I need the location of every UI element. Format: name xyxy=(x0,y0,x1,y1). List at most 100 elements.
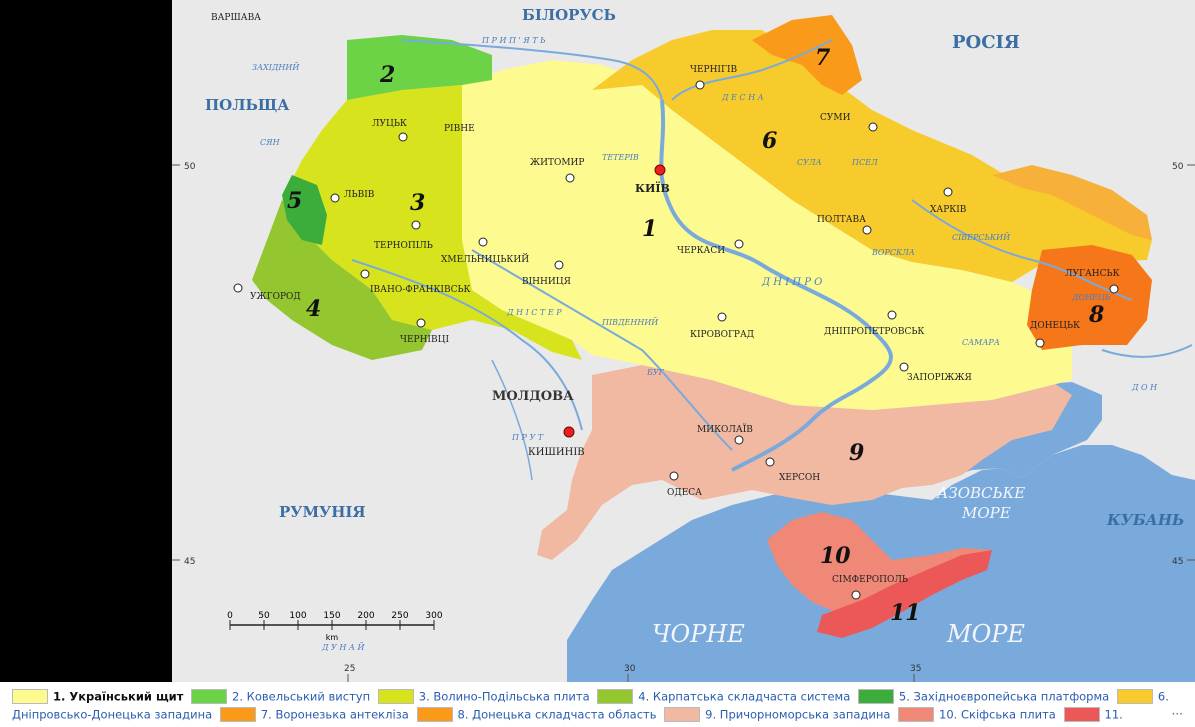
sea-black-2: МОРЕ xyxy=(946,620,1025,648)
legend-swatch-5 xyxy=(857,689,894,704)
scale-unit: km xyxy=(326,633,339,642)
city-chisinau: КИШИНІВ xyxy=(528,447,585,458)
tectonic-map[interactable]: 0 50 100 150 200 250 300 km 50 45 50 45 … xyxy=(172,0,1195,682)
city-poltava: ПОЛТАВА xyxy=(817,215,866,225)
legend-label-5[interactable]: 5. Західноєвропейська платформа xyxy=(898,689,1110,704)
legend-swatch-3 xyxy=(377,689,414,704)
marker-dnipro[interactable] xyxy=(887,310,897,320)
river-label-san: СЯН xyxy=(260,138,281,147)
marker-sumy[interactable] xyxy=(868,122,878,132)
marker-ivano[interactable] xyxy=(360,269,370,279)
legend-swatch-1 xyxy=(12,689,48,704)
city-warsaw: ВАРШАВА xyxy=(211,13,261,23)
marker-kherson[interactable] xyxy=(765,457,775,467)
marker-vinnytsia[interactable] xyxy=(554,260,564,270)
legend-item-2[interactable]: 2. Ковельський виступ xyxy=(191,688,370,705)
river-label-desna: Д Е С Н А xyxy=(721,93,764,102)
lon-35: 35 xyxy=(910,664,921,674)
river-label-vorskla: ВОРСКЛА xyxy=(871,248,915,257)
marker-chisinau-capital[interactable] xyxy=(563,426,575,438)
zone-number-2: 2 xyxy=(379,62,395,88)
legend-label-7[interactable]: 7. Воронезька антекліза xyxy=(260,707,409,722)
legend-item-6-cont[interactable]: Дніпровсько-Донецька западина xyxy=(12,706,212,723)
river-prut xyxy=(491,359,533,481)
marker-lutsk[interactable] xyxy=(398,132,408,142)
legend-item-10[interactable]: 10. Скіфська плита xyxy=(898,706,1056,723)
legend-item-1[interactable]: 1. Український щит xyxy=(12,688,183,705)
legend-label-2[interactable]: 2. Ковельський виступ xyxy=(232,689,371,704)
legend-item-11[interactable]: 11. xyxy=(1063,706,1123,723)
scale-tick-200: 200 xyxy=(357,611,374,621)
legend-item-9[interactable]: 9. Причорноморська западина xyxy=(664,706,890,723)
zone-7-east-strip xyxy=(992,165,1152,240)
city-kharkiv: ХАРКІВ xyxy=(930,205,967,215)
city-chernihiv: ЧЕРНІГІВ xyxy=(690,65,738,75)
legend-item-3[interactable]: 3. Волино-Подільська плита xyxy=(377,688,590,705)
legend-label-3[interactable]: 3. Волино-Подільська плита xyxy=(418,689,590,704)
legend-label-10[interactable]: 10. Скіфська плита xyxy=(939,707,1056,722)
marker-uzhhorod[interactable] xyxy=(233,283,243,293)
legend-more-button[interactable]: ··· xyxy=(1171,707,1183,721)
city-kirovohrad: КІРОВОГРАД xyxy=(690,330,754,340)
zone-6-dnieper-donets-depression xyxy=(592,30,1152,282)
legend-item-7[interactable]: 7. Воронезька антекліза xyxy=(219,706,409,723)
zone-4-carpathian-fold xyxy=(252,200,432,360)
legend-label-4[interactable]: 4. Карпатська складчаста система xyxy=(638,689,851,704)
city-rivne: РІВНЕ xyxy=(444,124,475,134)
legend-label-6-cont[interactable]: Дніпровсько-Донецька западина xyxy=(12,707,213,722)
marker-zaporizhzhia[interactable] xyxy=(899,362,909,372)
legend-item-6[interactable]: 6. xyxy=(1116,688,1169,705)
legend-label-6[interactable]: 6. xyxy=(1157,689,1169,704)
marker-chernivtsi[interactable] xyxy=(416,318,426,328)
city-kherson: ХЕРСОН xyxy=(779,473,820,483)
marker-poltava[interactable] xyxy=(862,225,872,235)
marker-kyiv-capital[interactable] xyxy=(654,164,666,176)
marker-zhytomyr[interactable] xyxy=(565,173,575,183)
river-label-pivdennyi-buh: ПІВДЕННИЙ xyxy=(601,317,659,327)
black-margin xyxy=(0,0,172,682)
marker-donetsk[interactable] xyxy=(1035,338,1045,348)
legend-item-5[interactable]: 5. Західноєвропейська платформа xyxy=(857,688,1110,705)
scale-tick-250: 250 xyxy=(391,611,408,621)
legend-label-11[interactable]: 11. xyxy=(1104,707,1123,722)
zone-2-kovel-salient xyxy=(347,35,492,100)
river-label-prypiat: П Р И П ' Я Т Ь xyxy=(481,36,546,45)
legend-label-8[interactable]: 8. Донецька складчаста область xyxy=(457,707,657,722)
marker-mykolaiv[interactable] xyxy=(734,435,744,445)
zone-9-black-sea-depression xyxy=(537,365,1072,560)
legend-item-8[interactable]: 8. Донецька складчаста область xyxy=(416,706,657,723)
river-donets xyxy=(911,199,1133,301)
zone-number-6: 6 xyxy=(762,128,777,154)
river-dnister xyxy=(351,259,583,431)
map-canvas: 0 50 100 150 200 250 300 km 50 45 50 45 … xyxy=(172,0,1195,682)
marker-simferopol[interactable] xyxy=(851,590,861,600)
legend-line-1: 1. Український щит 2. Ковельський виступ… xyxy=(12,688,1173,705)
marker-lviv[interactable] xyxy=(330,193,340,203)
lat-45-right: 45 xyxy=(1172,557,1183,567)
city-luhansk: ЛУГАНСЬК xyxy=(1065,269,1120,279)
legend-swatch-2 xyxy=(191,689,228,704)
marker-ternopil[interactable] xyxy=(411,220,421,230)
legend-label-9[interactable]: 9. Причорноморська западина xyxy=(705,707,891,722)
marker-cherkasy[interactable] xyxy=(734,239,744,249)
marker-odesa[interactable] xyxy=(669,471,679,481)
zone-11 xyxy=(817,550,992,638)
river-pripyat xyxy=(401,39,663,101)
marker-khmelnytskyi[interactable] xyxy=(478,237,488,247)
legend-item-4[interactable]: 4. Карпатська складчаста система xyxy=(597,688,850,705)
river-label-don: Д О Н xyxy=(1131,383,1158,392)
marker-chernihiv[interactable] xyxy=(695,80,705,90)
zone-number-3: 3 xyxy=(410,190,425,216)
city-vinnytsia: ВІННИЦЯ xyxy=(522,277,571,287)
country-belarus: БІЛОРУСЬ xyxy=(522,6,616,24)
scale-tick-100: 100 xyxy=(289,611,306,621)
river-label-sula: СУЛА xyxy=(797,158,822,167)
river-label-zakhidnyi: ЗАХІДНИЙ xyxy=(252,62,300,72)
zone-number-4: 4 xyxy=(306,296,321,322)
marker-luhansk[interactable] xyxy=(1109,284,1119,294)
marker-kharkiv[interactable] xyxy=(943,187,953,197)
zone-7-voronezh-anteclise xyxy=(752,15,862,95)
scale-tick-50: 50 xyxy=(258,611,270,621)
marker-kirovohrad[interactable] xyxy=(717,312,727,322)
zone-number-8: 8 xyxy=(1088,302,1104,328)
